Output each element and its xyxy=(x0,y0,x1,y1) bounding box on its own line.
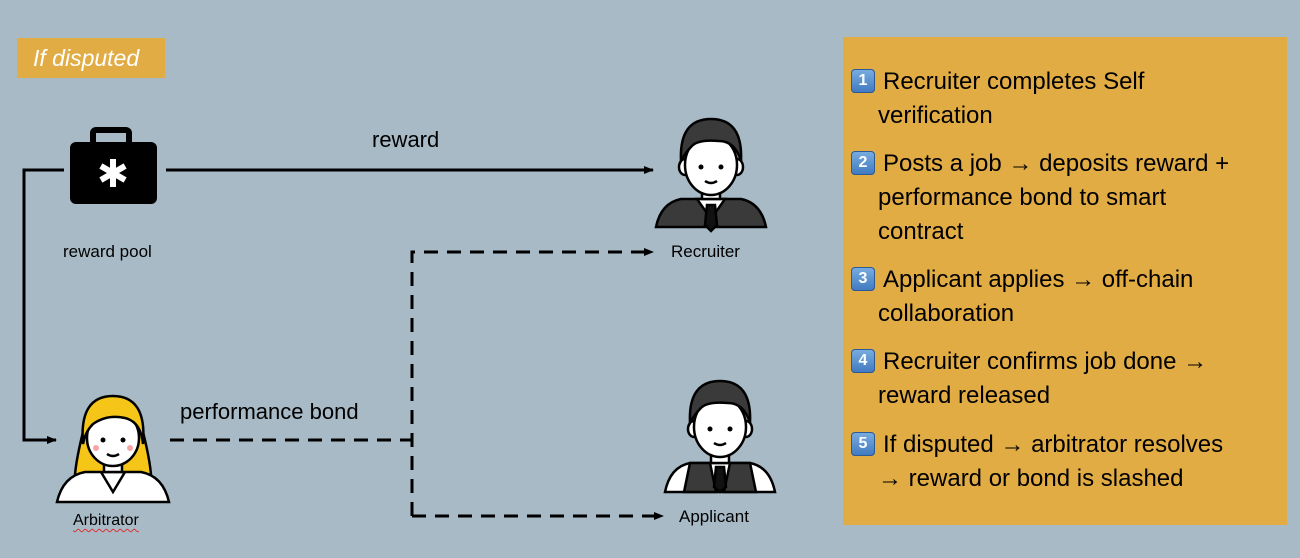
keycap-3-icon: 3 xyxy=(851,267,875,291)
pool-to-arbitrator-arrow xyxy=(22,168,64,444)
step-5-line2: → reward or bond is slashed xyxy=(878,465,1184,492)
step-1-line1: Recruiter completes Self xyxy=(883,68,1145,95)
step-3-line1: Applicant applies → off-chain xyxy=(883,266,1194,293)
step-2-line2: performance bond to smart xyxy=(878,184,1167,211)
keycap-5-icon: 5 xyxy=(851,432,875,456)
step-2: 2 Posts a job → deposits reward + perform… xyxy=(851,147,1276,249)
step-2-line3: contract xyxy=(878,218,964,245)
step-4-line1: Recruiter confirms job done → xyxy=(883,348,1208,375)
step-5-line1: If disputed → arbitrator resolves xyxy=(883,431,1224,458)
woman-doctor-icon xyxy=(55,394,171,504)
bond-to-recruiter-arrow xyxy=(410,248,654,516)
performance-bond-label: performance bond xyxy=(180,399,359,424)
step-1: 1 Recruiter completes Self verification xyxy=(851,65,1276,133)
recruiter-label: Recruiter xyxy=(671,242,740,261)
businessman-vest-icon xyxy=(663,379,777,494)
step-3-line2: collaboration xyxy=(878,300,1015,327)
keycap-4-icon: 4 xyxy=(851,349,875,373)
applicant-label: Applicant xyxy=(679,507,749,526)
keycap-2-icon: 2 xyxy=(851,151,875,175)
disputed-tag: If disputed xyxy=(17,38,165,78)
reward-pool-label: reward pool xyxy=(63,242,152,261)
step-2-line1: Posts a job → deposits reward + xyxy=(883,150,1230,177)
step-1-line2: verification xyxy=(878,102,993,129)
businessman-icon xyxy=(654,117,768,233)
step-3: 3 Applicant applies → off-chain collabora… xyxy=(851,263,1276,331)
keycap-1-icon: 1 xyxy=(851,69,875,93)
steps-panel: 1 Recruiter completes Self verification 2… xyxy=(843,37,1287,525)
reward-label: reward xyxy=(372,127,440,152)
step-4: 4 Recruiter confirms job done → reward re… xyxy=(851,345,1276,413)
arbitrator-label: Arbitrator xyxy=(73,512,139,529)
medical-briefcase-icon xyxy=(70,127,157,204)
step-4-line2: reward released xyxy=(878,382,1051,409)
step-5: 5 If disputed → arbitrator resolves → rew… xyxy=(851,428,1276,496)
